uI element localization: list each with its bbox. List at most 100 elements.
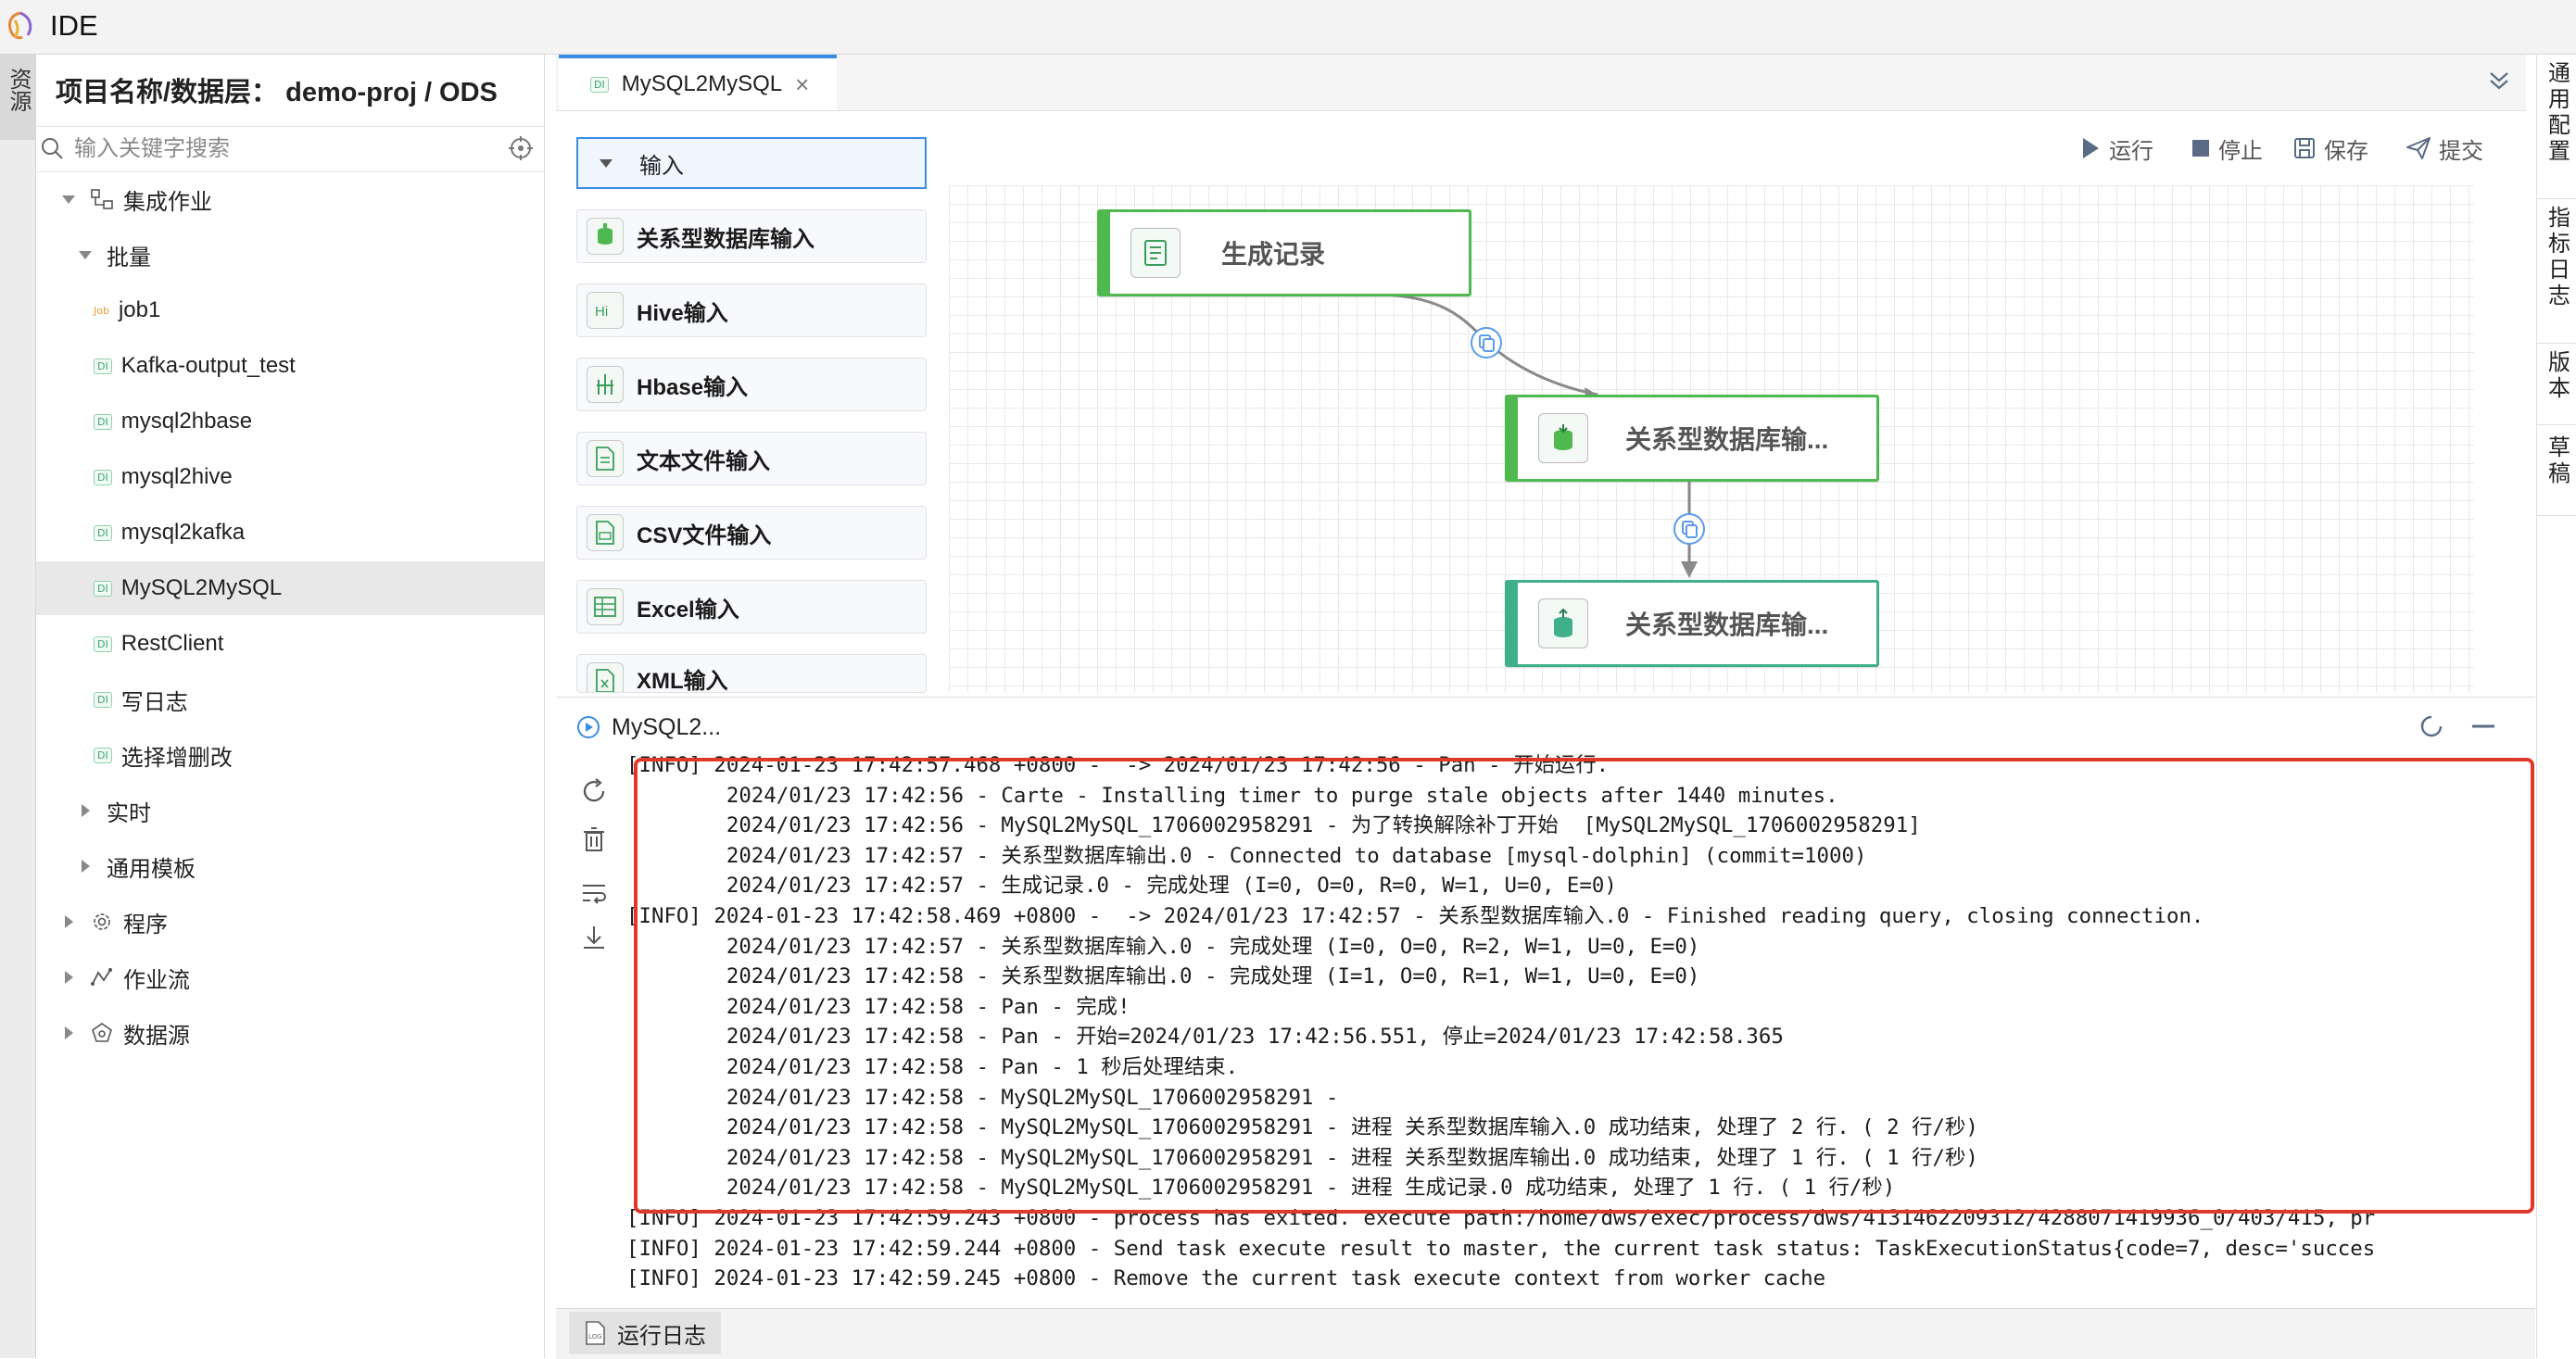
tree-item-integration-jobs[interactable]: 集成作业 — [36, 172, 544, 226]
submit-button[interactable]: 提交 — [2406, 130, 2483, 167]
tree-item-workflows[interactable]: 作业流 — [36, 950, 544, 1004]
tree-item-job1[interactable]: Job job1 — [36, 283, 544, 337]
log-line: 2024/01/23 17:42:58 - 关系型数据库输出.0 - 完成处理 … — [626, 964, 1700, 989]
run-log-output[interactable]: [INFO] 2024-01-23 17:42:57.468 +0800 - -… — [626, 750, 2535, 1306]
log-line: 2024/01/23 17:42:56 - MySQL2MySQL_170600… — [626, 813, 1921, 838]
save-button[interactable]: 保存 — [2292, 130, 2368, 167]
resources-rail-tab[interactable]: 资源 — [0, 55, 35, 140]
log-line: 2024/01/23 17:42:58 - Pan - 1 秒后处理结束. — [626, 1054, 1239, 1079]
document-list-icon — [1130, 228, 1181, 278]
copy-hop-icon[interactable] — [1673, 512, 1706, 546]
database-output-icon — [1538, 598, 1588, 648]
caret-right-icon — [65, 971, 73, 984]
node-rdb-output[interactable]: 关系型数据库输... — [1505, 580, 1879, 667]
log-line: 2024/01/23 17:42:58 - MySQL2MySQL_170600… — [626, 1085, 1339, 1110]
rail-item-label: 通用配置 — [2544, 61, 2570, 165]
wrap-text-icon[interactable] — [579, 878, 609, 908]
chevron-double-down-icon[interactable] — [2485, 67, 2513, 94]
loading-spinner-icon[interactable] — [2417, 711, 2446, 741]
tree-item-restclient[interactable]: DI RestClient — [36, 617, 544, 671]
tree-item-datasources[interactable]: 数据源 — [36, 1006, 544, 1060]
tree-item-common-templates[interactable]: 通用模板 — [36, 839, 544, 893]
tree-item-label: 数据源 — [123, 1023, 190, 1049]
job-badge: Job — [94, 304, 109, 317]
palette-item-hive-input[interactable]: Hi Hive输入 — [576, 283, 927, 337]
tree-item-batch[interactable]: 批量 — [36, 228, 544, 282]
tree-item-label: mysql2hbase — [120, 409, 253, 434]
palette-item-hbase-input[interactable]: Hbase输入 — [576, 358, 927, 411]
log-line: [INFO] 2024-01-23 17:42:57.468 +0800 - -… — [626, 753, 1610, 777]
tree-item-mysql2hbase[interactable]: DI mysql2hbase — [36, 395, 544, 448]
tree-item-kafka-output-test[interactable]: DI Kafka-output_test — [36, 339, 544, 393]
download-icon[interactable] — [579, 923, 609, 952]
datasource-icon — [92, 1023, 112, 1042]
palette-item-label: 文本文件输入 — [637, 448, 770, 474]
tree-item-mysql2hive[interactable]: DI mysql2hive — [36, 450, 544, 504]
workflow-tree-icon — [91, 189, 113, 209]
rail-item-draft[interactable]: 草稿 — [2536, 435, 2576, 516]
palette-item-label: XML输入 — [637, 669, 728, 693]
di-icon: DI — [94, 524, 112, 541]
run-log-tab[interactable]: LOG 运行日志 — [569, 1312, 721, 1354]
palette-input-group[interactable]: 输入 — [576, 137, 927, 189]
tree-item-select-crud[interactable]: DI 选择增删改 — [36, 728, 544, 782]
copy-hop-icon[interactable] — [1470, 326, 1503, 359]
database-input-icon — [587, 218, 624, 255]
search-box — [36, 126, 544, 172]
minimize-icon[interactable] — [2469, 711, 2498, 741]
tab-mysql2mysql[interactable]: DI MySQL2MySQL × — [559, 55, 837, 110]
node-rdb-input[interactable]: 关系型数据库输... — [1505, 395, 1879, 482]
flow-icon — [91, 968, 112, 986]
tree-item-mysql2mysql[interactable]: DI MySQL2MySQL — [36, 561, 544, 615]
save-icon — [2294, 138, 2315, 158]
di-badge: DI — [94, 469, 112, 485]
right-rail — [2536, 55, 2576, 1358]
rail-item-metric-log[interactable]: 指标日志 — [2536, 206, 2576, 344]
send-icon — [2406, 137, 2431, 159]
palette-item-text-file-input[interactable]: 文本文件输入 — [576, 432, 927, 485]
run-log-tab-label: 运行日志 — [617, 1323, 706, 1349]
palette-item-xml-input[interactable]: XML输入 — [576, 654, 927, 693]
tree-item-write-log[interactable]: DI 写日志 — [36, 673, 544, 726]
di-icon: DI — [94, 358, 112, 374]
hbase-icon — [587, 366, 624, 403]
tree-item-label: 写日志 — [120, 689, 188, 715]
stop-icon — [2192, 140, 2209, 157]
log-line: 2024/01/23 17:42:58 - MySQL2MySQL_170600… — [626, 1176, 1896, 1201]
tree-item-label: job1 — [118, 297, 161, 322]
tree-item-realtime[interactable]: 实时 — [36, 784, 544, 837]
di-icon: DI — [94, 580, 112, 597]
run-button[interactable]: 运行 — [2079, 130, 2153, 167]
trash-icon[interactable] — [579, 824, 609, 854]
tree-item-label: 程序 — [123, 912, 168, 937]
caret-down-icon — [62, 195, 75, 204]
bottom-bar — [556, 1308, 2535, 1359]
stop-button[interactable]: 停止 — [2191, 130, 2263, 167]
caret-right-icon — [65, 915, 73, 928]
refresh-icon[interactable] — [579, 776, 609, 806]
rail-item-version[interactable]: 版本 — [2536, 350, 2576, 425]
palette-item-label: Excel输入 — [637, 597, 739, 623]
locate-icon[interactable] — [508, 135, 534, 161]
tree-item-label: RestClient — [120, 631, 224, 656]
hive-icon: Hi — [587, 292, 624, 329]
search-input[interactable] — [72, 130, 484, 169]
log-line: 2024/01/23 17:42:58 - Pan - 完成! — [626, 994, 1130, 1019]
palette-item-rdb-input[interactable]: 关系型数据库输入 — [576, 209, 927, 263]
close-icon[interactable]: × — [795, 70, 810, 98]
log-line: [INFO] 2024-01-23 17:42:58.469 +0800 - -… — [626, 903, 2204, 928]
rail-item-general-config[interactable]: 通用配置 — [2536, 61, 2576, 199]
palette-item-excel-input[interactable]: Excel输入 — [576, 580, 927, 634]
tree-item-mysql2kafka[interactable]: DI mysql2kafka — [36, 506, 544, 560]
search-icon — [42, 138, 63, 159]
tree-item-label: mysql2kafka — [120, 520, 246, 545]
tree-item-programs[interactable]: 程序 — [36, 895, 544, 949]
tree-item-label: mysql2hive — [120, 464, 233, 489]
di-badge: DI — [94, 691, 112, 708]
log-line: 2024/01/23 17:42:56 - Carte - Installing… — [626, 783, 1838, 808]
resource-sidebar — [36, 55, 545, 1358]
node-generate-rows[interactable]: 生成记录 — [1097, 209, 1471, 296]
node-label: 关系型数据库输... — [1625, 610, 1829, 639]
palette-item-csv-input[interactable]: CSV文件输入 — [576, 506, 927, 560]
svg-text:Hi: Hi — [595, 304, 608, 320]
